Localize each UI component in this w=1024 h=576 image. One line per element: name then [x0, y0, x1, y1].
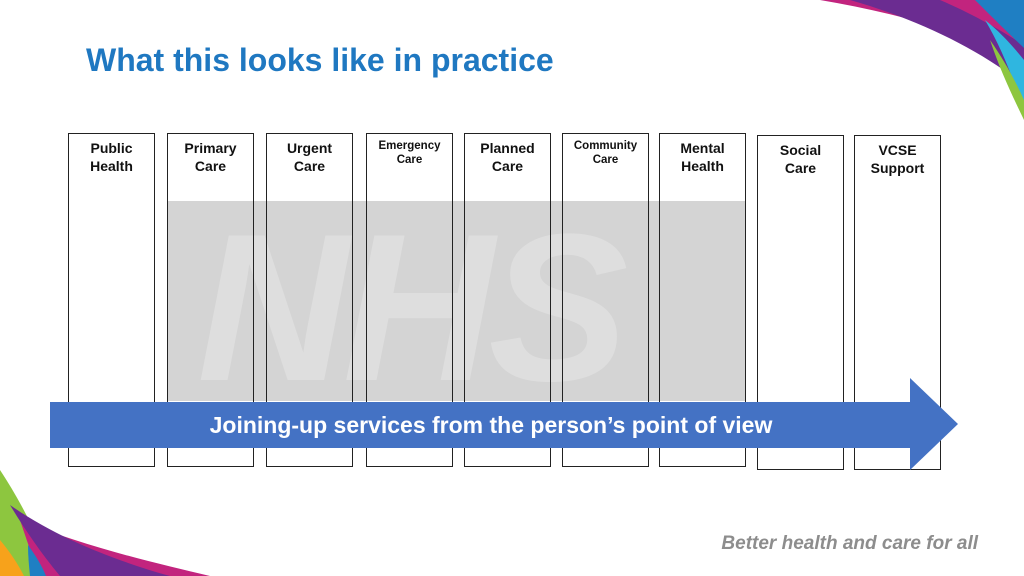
swoosh-top-right-green [990, 40, 1024, 120]
swoosh-bottom-left-blue [28, 545, 46, 576]
nhs-watermark-text: NHS [197, 201, 628, 401]
tagline: Better health and care for all [721, 533, 978, 554]
swoosh-top-right-magenta [820, 0, 1024, 60]
joining-up-arrow [50, 378, 958, 470]
swoosh-bottom-left-purple [10, 505, 170, 576]
page-title: What this looks like in practice [86, 42, 554, 78]
swoosh-top-right-teal [985, 20, 1024, 110]
swoosh-bottom-left-orange [0, 540, 24, 576]
arrow-shape [50, 378, 958, 470]
swoosh-top-right-purple [850, 0, 1024, 85]
swoosh-top-right-blue [975, 0, 1024, 48]
arrow-label: Joining-up services from the person’s po… [209, 412, 773, 438]
